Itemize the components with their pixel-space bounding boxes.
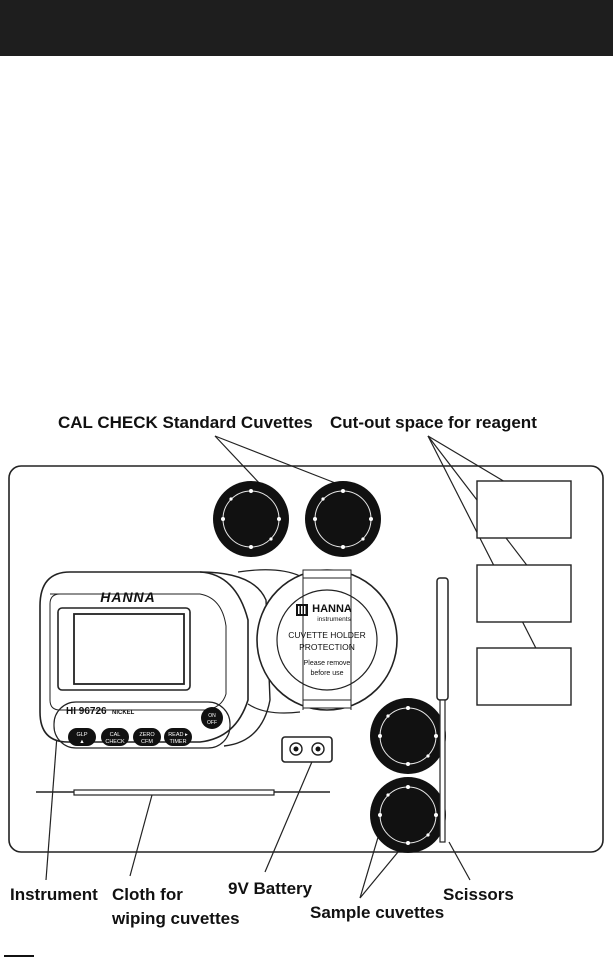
holder-title-line1: CUVETTE HOLDER	[288, 630, 365, 640]
sample-cuvette-2	[370, 777, 446, 853]
cloth	[36, 789, 330, 796]
power-button[interactable]: ON OFF	[201, 707, 223, 729]
svg-text:GLP: GLP	[76, 732, 87, 738]
holder-brand: HANNA	[312, 603, 352, 615]
svg-text:READ ▸: READ ▸	[168, 732, 188, 738]
instrument-brand: HANNA	[100, 589, 156, 605]
svg-text:ON: ON	[208, 713, 216, 719]
holder-note-line2: before use	[310, 670, 343, 677]
instrument-display-screen	[73, 613, 185, 685]
label-scissors: Scissors	[443, 885, 514, 904]
svg-text:ZERO: ZERO	[139, 732, 155, 738]
instrument-parameter: NICKEL	[112, 710, 135, 716]
reagent-cutout-1	[476, 480, 572, 539]
scissors	[436, 577, 449, 843]
cuvette-holder-protection: HANNA instruments CUVETTE HOLDER PROTECT…	[256, 569, 398, 711]
label-cloth-line2: wiping cuvettes	[111, 909, 240, 928]
label-sample-cuvettes: Sample cuvettes	[310, 903, 444, 922]
holder-brand-sub: instruments	[317, 616, 351, 623]
cal-check-cuvette-1	[213, 481, 289, 557]
header-bar	[0, 0, 613, 56]
keypad-button-glp[interactable]: GLP ▲	[68, 728, 96, 746]
label-cutout-reagent: Cut-out space for reagent	[330, 413, 537, 432]
svg-text:OFF: OFF	[207, 720, 217, 726]
label-cloth-line1: Cloth for	[112, 885, 183, 904]
label-cal-check-cuvettes: CAL CHECK Standard Cuvettes	[58, 413, 313, 432]
instrument-keypad	[53, 701, 231, 749]
holder-title-line2: PROTECTION	[299, 642, 355, 652]
hanna-logo-icon	[296, 604, 308, 616]
svg-text:▲: ▲	[79, 739, 84, 745]
label-battery: 9V Battery	[228, 879, 313, 898]
battery	[281, 736, 333, 763]
reagent-cutout-3	[476, 647, 572, 706]
leader-lines	[45, 435, 548, 899]
keypad-button-cal-check[interactable]: CAL CHECK	[101, 728, 129, 746]
svg-text:CFM: CFM	[141, 739, 153, 745]
keypad-button-zero[interactable]: ZERO CFM	[133, 728, 161, 746]
svg-text:CAL: CAL	[110, 732, 121, 738]
svg-text:CHECK: CHECK	[105, 739, 125, 745]
instrument: HANNA HI 96726 NICKEL GLP ▲ CAL CHECK ZE…	[39, 569, 301, 749]
holder-note-line1: Please remove	[304, 660, 351, 667]
cal-check-cuvette-2	[305, 481, 381, 557]
reagent-cutout-2	[476, 564, 572, 623]
sample-cuvette-1	[370, 698, 446, 774]
footer-rule	[4, 955, 34, 957]
keypad-button-read-timer[interactable]: READ ▸ TIMER	[164, 728, 192, 746]
label-instrument: Instrument	[10, 885, 98, 904]
instrument-model: HI 96726	[66, 706, 107, 717]
svg-text:TIMER: TIMER	[169, 739, 186, 745]
